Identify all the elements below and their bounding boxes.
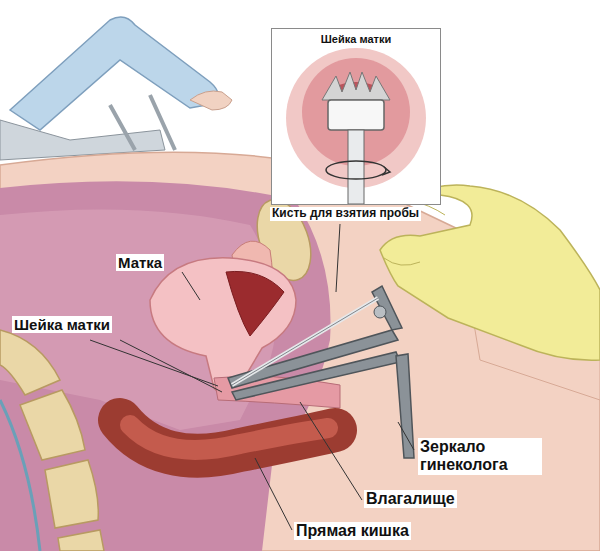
part-label: Матка [116, 254, 164, 271]
inset-title: Шейка матки [272, 33, 440, 45]
tool-label: Кисть для взятия пробы [270, 207, 421, 221]
part-label: Прямая кишка [294, 522, 411, 540]
inset-box: Шейка матки [271, 28, 441, 205]
part-label: Шейка матки [12, 316, 112, 333]
part-label: Влагалище [364, 490, 457, 508]
tool-label: Зеркало гинеколога [418, 438, 542, 475]
